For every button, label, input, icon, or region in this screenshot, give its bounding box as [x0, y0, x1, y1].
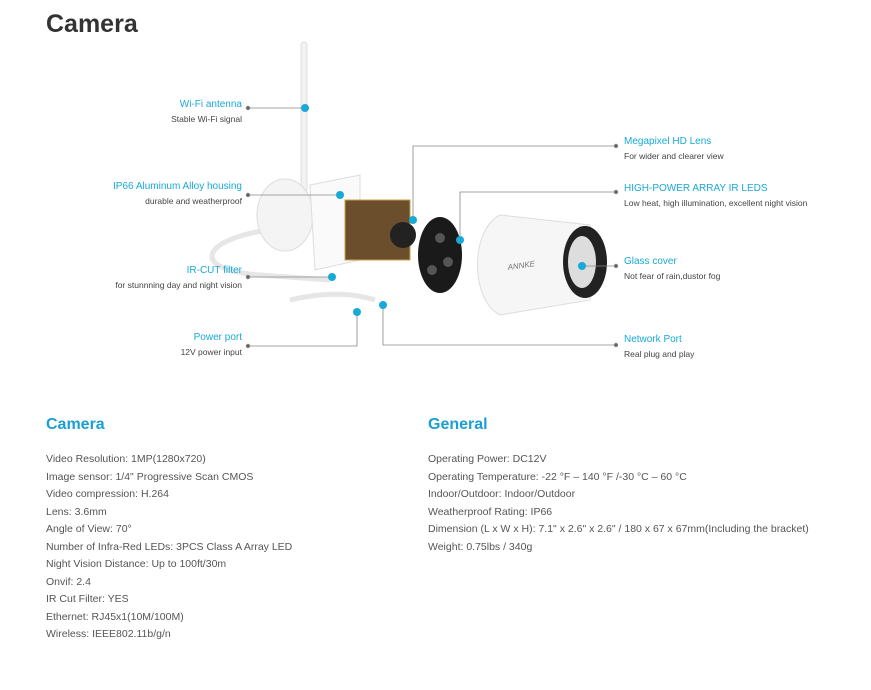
camera-specs-section: Camera Video Resolution: 1MP(1280x720) Im…: [46, 416, 292, 644]
spec-row: Operating Power: DC12V: [428, 453, 547, 465]
spec-row: Weatherproof Rating: IP66: [428, 505, 553, 518]
spec-row: Video Resolution: 1MP(1280x720): [46, 453, 206, 465]
spec-row: Night Vision Distance: Up to 100ft/30m: [46, 558, 227, 570]
spec-row: Wireless: IEEE802.11b/g/n: [46, 628, 171, 640]
svg-text:ANNKE: ANNKE: [506, 259, 536, 272]
front-housing-icon: [477, 214, 591, 316]
spec-row: Ethernet: RJ45x1(10M/100M): [46, 610, 184, 623]
spec-row: Video compression: H.264: [46, 488, 169, 500]
spec-row: Number of Infra-Red LEDs: 3PCS Class A A…: [46, 540, 293, 553]
camera-exploded-diagram: ANNKE: [209, 41, 619, 349]
spec-row: Onvif: 2.4: [46, 575, 91, 588]
camera-specs-heading: Camera: [46, 416, 105, 433]
spec-row: Image sensor: 1/4" Progressive Scan CMOS: [46, 470, 254, 483]
bracket-icon: [256, 178, 314, 252]
spec-row: Dimension (L x W x H): 7.1" x 2.6" x 2.6…: [428, 523, 809, 535]
spec-row: Angle of View: 70°: [46, 523, 132, 535]
spec-row: Indoor/Outdoor: Indoor/Outdoor: [428, 488, 576, 500]
ir-led-board-icon: [418, 217, 462, 293]
spec-row: Lens: 3.6mm: [46, 505, 107, 518]
spec-row: Operating Temperature: -22 °F – 140 °F /…: [428, 470, 687, 483]
spec-row: Weight: 0.75lbs / 340g: [428, 540, 533, 553]
spec-row: IR Cut Filter: YES: [46, 593, 129, 605]
general-specs-section: General Operating Power: DC12V Operating …: [428, 416, 809, 556]
page-title: Camera: [46, 10, 138, 38]
general-specs-heading: General: [428, 416, 488, 433]
antenna-icon: [300, 41, 308, 193]
